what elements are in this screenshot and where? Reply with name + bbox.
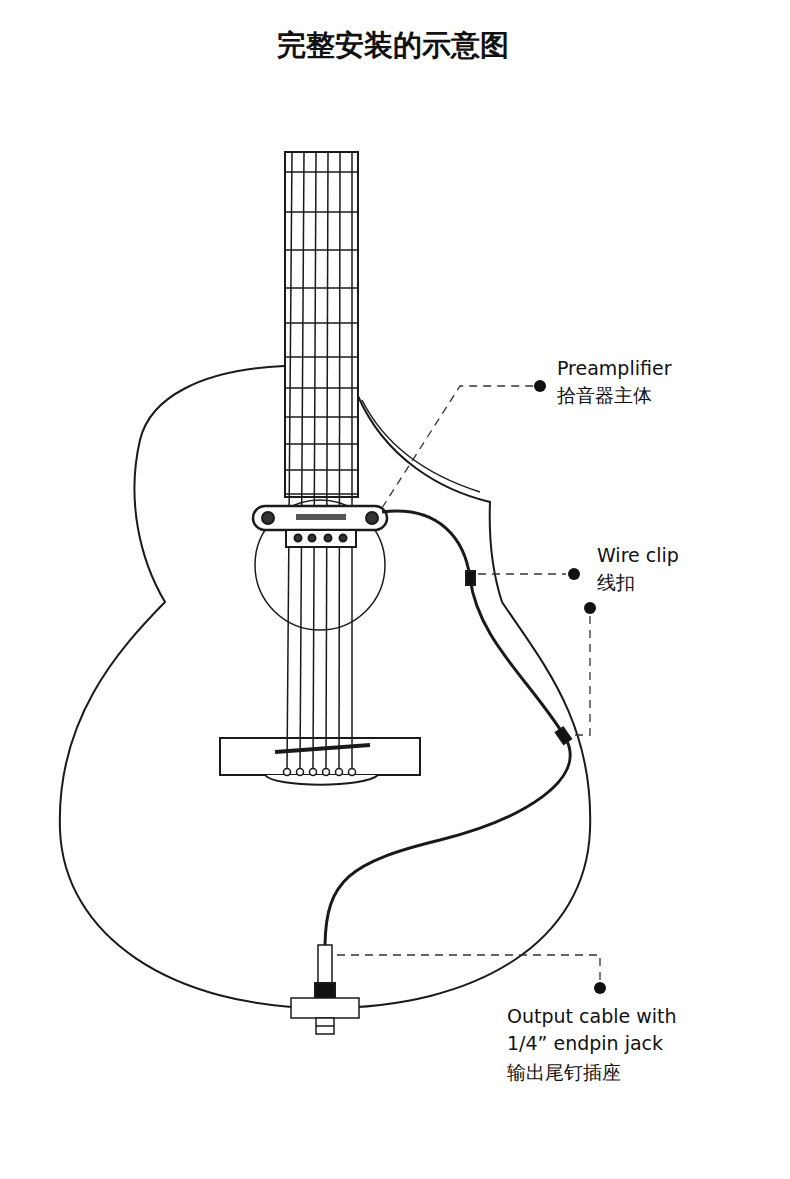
wire-clip bbox=[466, 571, 475, 585]
leader-lines bbox=[337, 386, 600, 982]
preamplifier-unit bbox=[253, 506, 387, 547]
diagram-title: 完整安装的示意图 bbox=[277, 26, 509, 66]
strings bbox=[284, 152, 356, 776]
endpin-jack bbox=[291, 945, 359, 1034]
part-name: Wire clip bbox=[597, 542, 782, 569]
part-name: Output cable with 1/4” endpin jack bbox=[507, 1003, 697, 1057]
part-name: Preamplifier bbox=[557, 355, 777, 382]
leader-dots bbox=[534, 380, 606, 994]
soundhole bbox=[255, 500, 385, 630]
output-cable bbox=[325, 511, 570, 945]
part-name: 线扣 bbox=[597, 569, 782, 596]
guitar-neck bbox=[285, 152, 358, 497]
wire-clip bbox=[556, 727, 571, 744]
part-name: 输出尾钉插座 bbox=[507, 1059, 727, 1086]
bridge bbox=[220, 738, 420, 785]
part-name: 拾音器主体 bbox=[557, 382, 777, 409]
